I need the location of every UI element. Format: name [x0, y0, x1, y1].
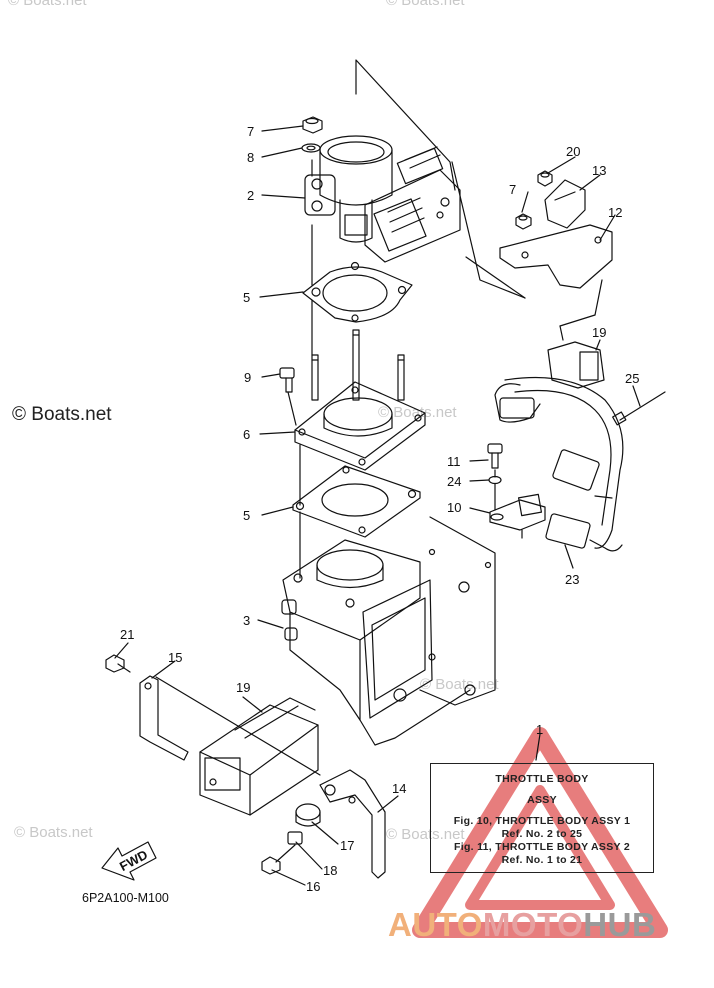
callout-17: 17 [340, 838, 354, 853]
callout-10: 10 [447, 500, 461, 515]
nut-7-right [515, 213, 532, 230]
info-title-line2: ASSY [527, 794, 557, 806]
bracket-14 [319, 769, 386, 879]
info-fig11-ref: Ref. No. 1 to 21 [501, 854, 583, 866]
alignment-lines [287, 159, 496, 579]
callout-3: 3 [243, 613, 250, 628]
studs [311, 329, 405, 401]
automotohub-logo: AUTOMOTOHUB [388, 906, 656, 944]
watermark-middle: © Boats.net [378, 404, 457, 421]
callout-6: 6 [243, 427, 250, 442]
fwd-arrow-icon [101, 841, 157, 881]
callout-24: 24 [447, 474, 461, 489]
brand-part-moto: MOTO [482, 906, 584, 943]
intake-housing-3 [281, 516, 496, 746]
drawing-code: 6P2A100-M100 [82, 891, 169, 905]
callout-12: 12 [608, 205, 622, 220]
washer-8 [301, 143, 321, 153]
watermark-lower-left: © Boats.net [14, 824, 93, 841]
callout-1: 1 [536, 722, 543, 737]
brand-part-hub: HUB [583, 906, 657, 943]
callout-19: 19 [236, 680, 250, 695]
brand-triangle-logo [412, 727, 668, 938]
brand-part-auto: AUTO [388, 906, 483, 943]
gasket-5 [292, 465, 421, 538]
sensor-10 [489, 493, 546, 539]
callout-18: 18 [323, 863, 337, 878]
clamp-13 [544, 179, 586, 229]
callout-9: 9 [244, 370, 251, 385]
watermark-top-center: © Boats.net [386, 0, 465, 9]
callout-23: 23 [565, 572, 579, 587]
wiring-harness-23 [494, 376, 624, 552]
callout-numbers: 7 8 2 5 9 6 5 3 20 13 7 12 19 25 11 24 1… [120, 124, 639, 894]
info-title-line1: THROTTLE BODY [495, 773, 589, 785]
callout-7b: 7 [509, 182, 516, 197]
info-fig10-ref: Ref. No. 2 to 25 [501, 828, 583, 840]
collar-18 [287, 831, 303, 845]
box-19 [199, 697, 319, 816]
bolt-21 [105, 654, 131, 673]
grommet-17 [295, 803, 321, 827]
info-fig11-line: Fig. 11, THROTTLE BODY ASSY 2 [454, 841, 630, 853]
gasket-4 [302, 261, 413, 323]
watermark-main: © Boats.net [12, 404, 112, 425]
bolt-9 [279, 367, 295, 393]
watermark-top-left: © Boats.net [8, 0, 87, 9]
watermark-lower-mid: © Boats.net [386, 826, 465, 843]
bolt-16 [261, 844, 296, 875]
throttle-body-2 [304, 135, 461, 263]
assembly-outline-lines [355, 59, 526, 299]
callout-21: 21 [120, 627, 134, 642]
callout-25: 25 [625, 371, 639, 386]
throttle-body-info-box: THROTTLE BODY ASSY Fig. 10, THROTTLE BOD… [430, 763, 654, 873]
callout-4: 5 [243, 290, 250, 305]
callout-22: 20 [566, 144, 580, 159]
callout-14: 14 [392, 781, 406, 796]
callout-16: 16 [306, 879, 320, 894]
bolt-11 [487, 443, 503, 469]
callout-20: 19 [592, 325, 606, 340]
watermark-mid-right: © Boats.net [420, 676, 499, 693]
info-fig10-line: Fig. 10, THROTTLE BODY ASSY 1 [453, 815, 631, 827]
callout-7a: 7 [247, 124, 254, 139]
callout-15: 15 [168, 650, 182, 665]
bracket-12 [499, 224, 613, 289]
spacer-plate-6 [294, 381, 426, 471]
callout-2: 2 [247, 188, 254, 203]
callout-8: 8 [247, 150, 254, 165]
callout-5: 5 [243, 508, 250, 523]
connector-20 [547, 279, 605, 389]
bracket-15 [139, 675, 189, 761]
callout-13: 13 [592, 163, 606, 178]
nut-22 [537, 170, 553, 187]
nut-7-top [302, 116, 323, 134]
callout-11: 11 [447, 454, 461, 469]
leader-lines [114, 125, 641, 886]
cable-tie-25 [612, 391, 666, 426]
